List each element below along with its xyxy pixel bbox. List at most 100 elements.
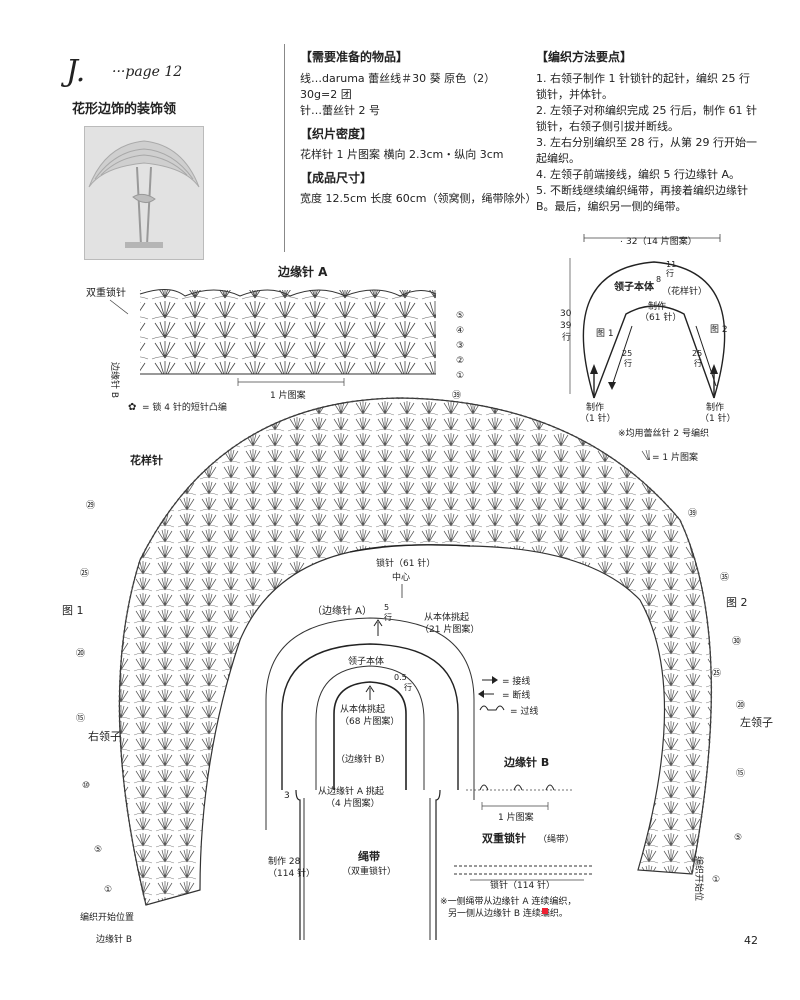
schematic-make-left: 制作 bbox=[586, 401, 604, 413]
inner-collar-body: 领子本体 bbox=[348, 655, 384, 667]
symbol-legend: = 接线 = 断线 = 过线 bbox=[478, 675, 538, 717]
inner-rows5: 5 bbox=[384, 603, 389, 612]
page-title: 花形边饰的装饰领 bbox=[72, 102, 177, 117]
schematic-rows-a: 11 bbox=[666, 260, 676, 269]
gauge-heading: 【织片密度】 bbox=[300, 126, 373, 141]
method-heading: 【编织方法要点】 bbox=[536, 50, 633, 64]
size-line: 宽度 12.5cm 长度 60cm（领窝侧，绳带除外） bbox=[300, 191, 537, 205]
collar-schematic: . 32（14 片图案） 领子本体 （花样针） 11 行 8 30 39 行 制… bbox=[560, 234, 736, 463]
schematic-rows-c: 8 bbox=[656, 275, 661, 284]
double-chain-sub: （绳带） bbox=[538, 833, 574, 845]
row-marker: ④ bbox=[456, 326, 464, 336]
double-chain-note2: 另一侧从边缘针 B 连续编织。 bbox=[448, 907, 568, 919]
row-marker: ㊴ bbox=[688, 508, 697, 519]
edge-b-title: 边缘针 B bbox=[503, 755, 549, 769]
method-line: 5. 不断线继续编织绳带，再接着编织边缘针 bbox=[536, 183, 748, 197]
inner-half-row-unit: 行 bbox=[404, 682, 412, 692]
collar-main-chart: 花样针 图 1 图 2 右领子 左领子 锁针（61 针） 中心 编织开始位置 边… bbox=[62, 390, 773, 945]
main-fig2: 图 2 bbox=[726, 596, 748, 609]
inner-pick-body2-count: （68 片图案） bbox=[340, 715, 399, 727]
row-marker: ③ bbox=[456, 341, 464, 351]
double-chain-title: 双重锁针 bbox=[482, 831, 526, 845]
schematic-side-rows: 25 bbox=[622, 349, 632, 358]
schematic-unit-note: = 1 片图案 bbox=[652, 451, 698, 463]
inner-edge-a: （边缘针 A） bbox=[312, 604, 372, 617]
row-marker: ② bbox=[456, 356, 464, 366]
section-letter: J. bbox=[66, 54, 86, 89]
inner-cord-sub: （双重锁针） bbox=[342, 865, 396, 877]
edge-b-chart: 边缘针 B 1 片图案 bbox=[466, 755, 572, 823]
row-marker: ① bbox=[712, 875, 720, 885]
inner-num3: 3 bbox=[284, 791, 290, 801]
materials-heading: 【需要准备的物品】 bbox=[300, 50, 409, 64]
schematic-body: 领子本体 bbox=[614, 280, 655, 293]
inner-pick-edge-a: 从边缘针 A 挑起 bbox=[318, 785, 384, 797]
method-line: 3. 左右分别编织至 28 行，从第 29 行开始一 bbox=[536, 135, 757, 149]
edge-b-repeat: 1 片图案 bbox=[498, 811, 534, 823]
schematic-rows-b: 行 bbox=[666, 268, 674, 278]
double-chain-chart: 双重锁针 （绳带） 锁针（114 针） ※一侧绳带从边缘针 A 连续编织， 另一… bbox=[440, 831, 594, 919]
size-heading: 【成品尺寸】 bbox=[300, 170, 373, 185]
method-line: B。最后，编织另一侧的绳带。 bbox=[536, 199, 687, 213]
row-marker: ㉕ bbox=[80, 568, 89, 579]
method-line: 锁针，右领子侧引拔并断线。 bbox=[536, 119, 679, 133]
row-marker: ㉙ bbox=[86, 500, 95, 511]
schematic-pattern: （花样针） bbox=[662, 285, 707, 297]
inner-make28: 制作 28 bbox=[268, 855, 301, 867]
inner-pick-body2: 从本体挑起 bbox=[340, 703, 385, 715]
schematic-height-unit: 行 bbox=[562, 331, 571, 343]
schematic-fig2: 图 2 bbox=[710, 324, 728, 335]
materials-section: 【需要准备的物品】 线…daruma 蕾丝线＃30 葵 原色（2） 30g=2 … bbox=[300, 48, 537, 207]
main-fig1: 图 1 bbox=[62, 604, 84, 617]
schematic-make-right-count: （1 针） bbox=[700, 412, 736, 424]
main-pattern-label: 花样针 bbox=[130, 453, 163, 467]
edge-a-stitches bbox=[140, 290, 436, 374]
double-chain-count: 锁针（114 针） bbox=[490, 879, 555, 891]
inner-make28-count: （114 针） bbox=[268, 867, 315, 879]
schematic-side-rows-right: 25 bbox=[692, 349, 702, 358]
row-marker: ㉕ bbox=[712, 668, 721, 679]
row-marker: ⑤ bbox=[456, 311, 464, 321]
schematic-note: ※均用蕾丝针 2 号编织 bbox=[618, 427, 709, 439]
row-marker: ① bbox=[104, 885, 112, 895]
legend-join: = 接线 bbox=[502, 675, 530, 687]
row-marker: ① bbox=[456, 371, 464, 381]
inner-pick-body-count: （21 片图案） bbox=[420, 623, 479, 635]
schematic-side-unit-right: 行 bbox=[694, 358, 702, 368]
construction-diagram: （边缘针 A） 5 行 从本体挑起 （21 片图案） 领子本体 0.5 行 从本… bbox=[265, 603, 479, 940]
page-number: 42 bbox=[744, 934, 758, 947]
edge-a-repeat: 1 片图案 bbox=[270, 389, 306, 401]
collar-photo bbox=[84, 126, 204, 260]
inner-half-row: 0.5 bbox=[394, 673, 407, 682]
method-line: 锁针，并体针。 bbox=[536, 87, 613, 101]
schematic-fig1: 图 1 bbox=[596, 328, 614, 339]
inner-pick-body: 从本体挑起 bbox=[424, 611, 469, 623]
method-line: 4. 左领子前端接线，编织 5 行边缘针 A。 bbox=[536, 167, 741, 181]
row-marker: ㉚ bbox=[732, 636, 741, 647]
center-label: 中心 bbox=[392, 571, 410, 583]
schematic-width-bg: . bbox=[620, 235, 623, 245]
double-chain-label: 双重锁针 bbox=[86, 286, 126, 299]
picot-symbol-icon: ✿ bbox=[128, 402, 136, 413]
chain-center-label: 锁针（61 针） bbox=[376, 557, 435, 569]
schematic-make-right: 制作 bbox=[706, 401, 724, 413]
left-collar-label: 左领子 bbox=[740, 716, 773, 729]
schematic-height-rows: 39 bbox=[560, 321, 572, 331]
column-divider bbox=[284, 44, 285, 252]
method-line: 2. 左领子对称编织完成 25 行后，制作 61 针 bbox=[536, 103, 757, 117]
inner-edge-b: （边缘针 B） bbox=[336, 753, 390, 765]
row-marker-top: ㊴ bbox=[452, 390, 461, 401]
row-marker: ⑳ bbox=[736, 700, 745, 711]
gauge-line: 花样针 1 片图案 横向 2.3cm・纵向 3cm bbox=[300, 147, 504, 161]
schematic-height: 30 bbox=[560, 309, 572, 319]
edge-b-vertical-label: 边缘针 B bbox=[109, 362, 121, 398]
method-line: 起编织。 bbox=[536, 151, 580, 165]
method-line: 1. 右领子制作 1 针锁针的起针，编织 25 行 bbox=[536, 72, 750, 85]
row-marker: ⑩ bbox=[82, 781, 90, 791]
row-marker: ㉟ bbox=[720, 572, 729, 583]
inner-cord: 绳带 bbox=[358, 849, 380, 863]
legend-cut: = 断线 bbox=[502, 689, 530, 701]
row-marker: ⑳ bbox=[76, 648, 85, 659]
materials-line: 针…蕾丝针 2 号 bbox=[300, 103, 380, 117]
